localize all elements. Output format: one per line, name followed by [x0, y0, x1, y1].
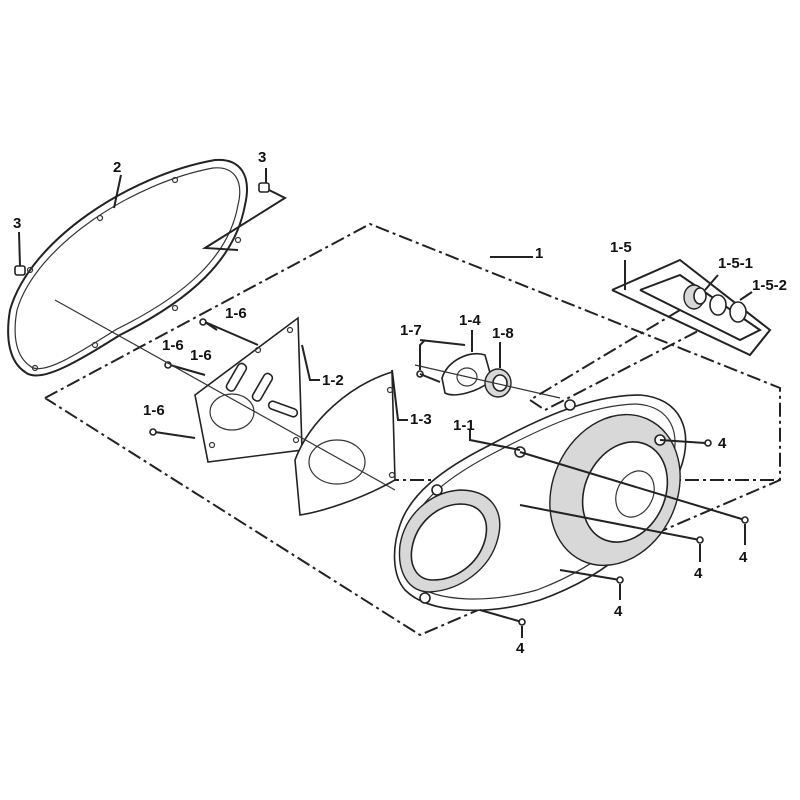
seal-part-1-5-1 — [683, 274, 719, 310]
gasket-part-2 — [7, 158, 248, 377]
leader-part-1-2 — [301, 344, 320, 381]
label-part-1-5-1: 1-5-1 — [718, 255, 753, 272]
label-part-1-6-c: 1-6 — [190, 347, 212, 364]
label-part-1-6-d: 1-6 — [143, 402, 165, 419]
label-part-1: 1 — [535, 245, 543, 262]
sub-assembly-1-5-frame — [528, 258, 772, 412]
label-part-4-b: 4 — [739, 549, 748, 566]
label-part-1-2: 1-2 — [322, 372, 344, 389]
label-part-1-8: 1-8 — [492, 325, 514, 342]
label-part-1-3: 1-3 — [410, 411, 432, 428]
label-part-1-6-b: 1-6 — [162, 337, 184, 354]
leader-part-1-1 — [469, 430, 521, 451]
plate-part-1-2 — [194, 316, 303, 463]
label-part-1-4: 1-4 — [459, 312, 481, 329]
bolts-part-4 — [479, 439, 749, 638]
bolt-part-1-7 — [416, 339, 466, 383]
label-part-3-left: 3 — [13, 215, 21, 232]
leader-part-2 — [113, 174, 122, 209]
label-part-3-top: 3 — [258, 149, 266, 166]
label-part-1-5-2: 1-5-2 — [752, 277, 787, 294]
label-part-4-c: 4 — [694, 565, 703, 582]
label-part-1-7: 1-7 — [400, 322, 422, 339]
label-part-4-d: 4 — [614, 603, 623, 620]
crankcase-cover-part-1-1 — [393, 394, 687, 612]
ring-part-1-5-2 — [709, 291, 753, 323]
axis-line-small — [414, 364, 561, 399]
label-part-4-e: 4 — [516, 640, 525, 657]
label-part-1-1: 1-1 — [453, 417, 475, 434]
label-part-4-a: 4 — [718, 435, 727, 452]
label-part-2: 2 — [113, 159, 121, 176]
dowel-pin-part-3-left — [14, 231, 26, 276]
plate-part-1-3 — [294, 370, 396, 516]
axis-line — [54, 299, 396, 491]
leader-part-1-3 — [391, 369, 408, 421]
label-part-1-5: 1-5 — [610, 239, 632, 256]
label-part-1-6-a: 1-6 — [225, 305, 247, 322]
screws-part-1-6 — [149, 318, 259, 439]
dowel-pin-part-3-top — [201, 168, 288, 251]
